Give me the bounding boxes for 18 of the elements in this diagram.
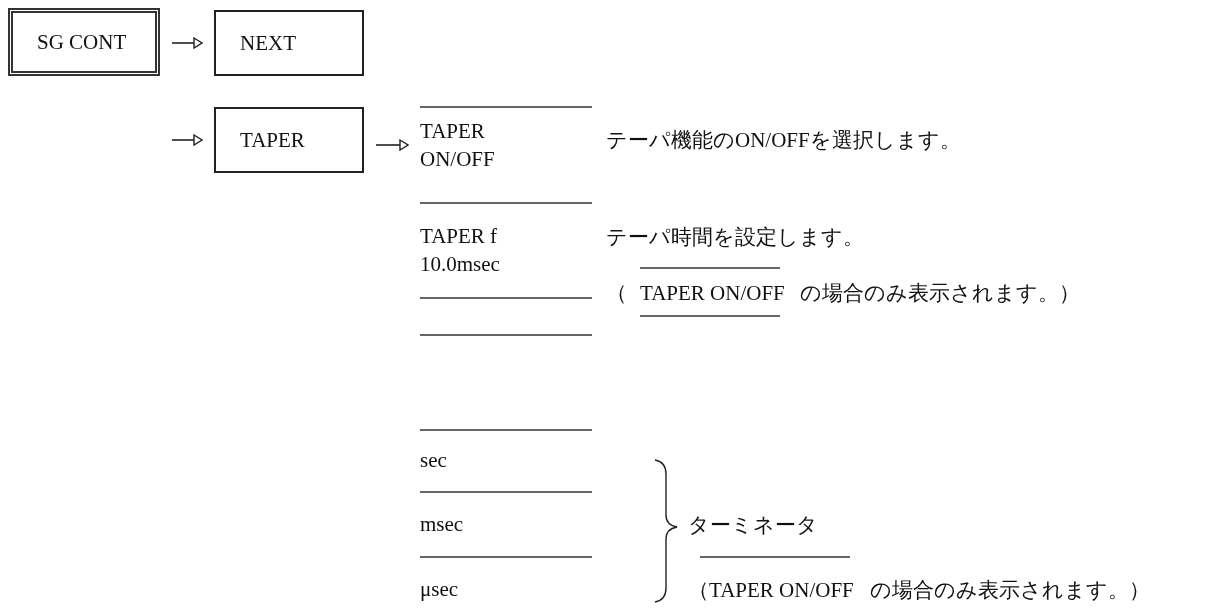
key-name: （TAPER ON/OFF <box>688 577 854 604</box>
key-box: NEXT <box>214 10 364 76</box>
note-text: の場合のみ表示されます。） <box>870 577 1150 604</box>
description-text: テーパ時間を設定します。 <box>606 224 864 251</box>
key-box: TAPER <box>214 107 364 173</box>
softkey-label: μsec <box>420 576 460 603</box>
softkey-label: msec <box>420 511 465 538</box>
arrow <box>171 134 203 146</box>
softkey-label: TAPER f 10.0msec <box>420 223 501 278</box>
key-box: SG CONT <box>8 8 160 76</box>
softkey-label: TAPER ON/OFF <box>420 115 530 175</box>
softkey-label: sec <box>420 447 448 474</box>
note-text: の場合のみ表示されます。） <box>800 280 1080 307</box>
arrow <box>171 37 203 49</box>
parenthesis: （ <box>606 280 627 307</box>
arrow <box>375 139 409 151</box>
terminator-label: ターミネータ <box>688 512 818 539</box>
description-text: テーパ機能のON/OFFを選択します。 <box>606 127 961 154</box>
